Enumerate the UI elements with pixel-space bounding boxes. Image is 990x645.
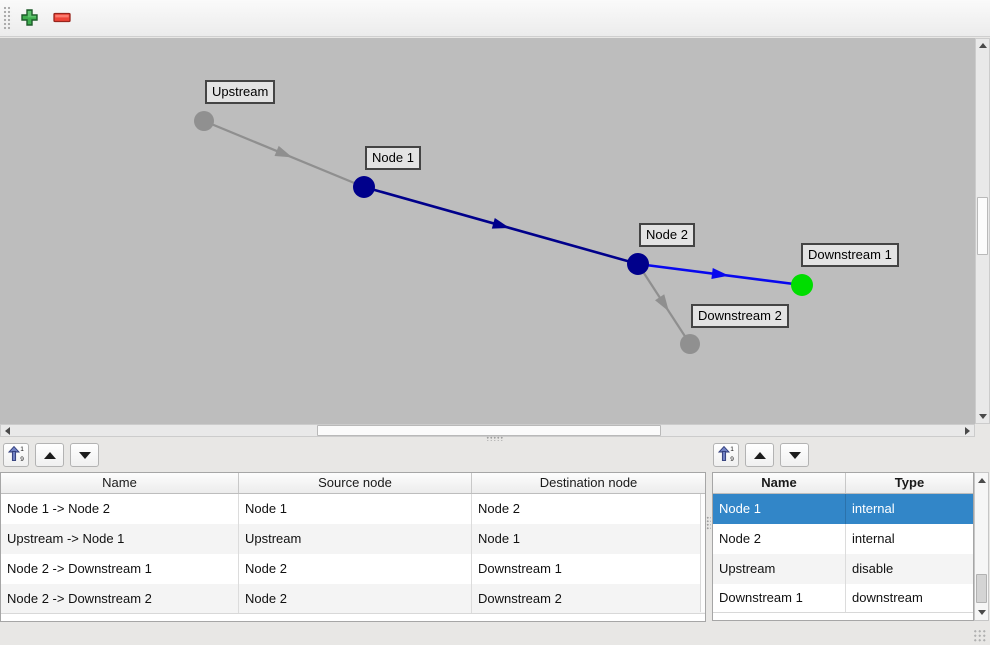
cell-destination: Node 2 [478, 501, 520, 516]
cell-type: internal [852, 501, 895, 516]
arrow-down-icon [978, 414, 987, 419]
horizontal-scroll-thumb[interactable] [317, 425, 661, 436]
canvas-vertical-scrollbar[interactable] [975, 38, 990, 424]
node-label[interactable]: Upstream [205, 80, 276, 104]
node-label[interactable]: Downstream 1 [801, 243, 899, 267]
cell-type: downstream [852, 590, 923, 605]
node-label[interactable]: Node 1 [365, 146, 421, 170]
table-row[interactable]: Upstream -> Node 1 Upstream Node 1 [1, 524, 705, 554]
svg-text:1: 1 [730, 446, 734, 453]
minus-icon [53, 12, 71, 27]
nodes-move-up-button[interactable] [745, 443, 774, 467]
column-header-name[interactable]: Name [1, 473, 239, 493]
edges-table-empty-area [1, 613, 705, 621]
column-header-name[interactable]: Name [713, 473, 846, 493]
nodes-move-down-button[interactable] [780, 443, 809, 467]
scroll-right-button[interactable] [961, 425, 974, 436]
cell-name: Node 2 [713, 524, 846, 554]
scroll-down-button[interactable] [975, 606, 988, 619]
plus-icon [20, 8, 39, 30]
scroll-thumb[interactable] [976, 574, 987, 603]
edges-table: Name Source node Destination node Node 1… [0, 472, 706, 622]
cell-source: Node 2 [239, 584, 472, 614]
edges-sort-button[interactable]: 1 9 [3, 443, 29, 467]
cell-type: internal [852, 531, 895, 546]
cell-name: Node 2 -> Downstream 1 [1, 554, 239, 584]
table-row[interactable]: Node 2 -> Downstream 1 Node 2 Downstream… [1, 554, 705, 584]
edge-arrow-icon [655, 294, 669, 312]
node-label[interactable]: Node 2 [639, 223, 695, 247]
graph-node[interactable] [194, 111, 214, 131]
cell-name: Node 1 -> Node 2 [1, 494, 239, 524]
table-row[interactable]: Node 2 -> Downstream 2 Node 2 Downstream… [1, 584, 705, 614]
triangle-down-icon [78, 451, 91, 459]
edge-arrow-icon [274, 145, 293, 158]
nodes-table-header: Name Type [713, 473, 973, 494]
cell-name: Node 1 [713, 494, 846, 524]
arrow-up-icon [978, 43, 987, 48]
vertical-scroll-thumb[interactable] [977, 197, 988, 255]
triangle-down-icon [788, 451, 801, 459]
graph-node[interactable] [680, 334, 700, 354]
nodes-table: Name Type Node 1 internal Node 2 interna… [712, 472, 974, 621]
edges-move-up-button[interactable] [35, 443, 64, 467]
graph-node[interactable] [791, 274, 813, 296]
cell-type: disable [852, 561, 894, 576]
triangle-up-icon [43, 451, 56, 459]
column-header-type[interactable]: Type [894, 475, 925, 490]
scroll-down-button[interactable] [976, 410, 989, 423]
svg-text:9: 9 [730, 456, 734, 462]
triangle-up-icon [753, 451, 766, 459]
table-row[interactable]: Downstream 1 downstream [713, 584, 973, 612]
node-label[interactable]: Downstream 2 [691, 304, 789, 328]
graph-node[interactable] [627, 253, 649, 275]
cell-destination: Node 1 [478, 531, 520, 546]
table-splitter-handle[interactable] [706, 516, 711, 530]
scroll-up-button[interactable] [976, 39, 989, 52]
nodes-table-scrollbar[interactable] [974, 472, 989, 621]
cell-name: Downstream 1 [713, 584, 846, 612]
edge-arrow-icon [491, 218, 510, 229]
edge-arrow-icon [711, 268, 729, 279]
arrow-right-icon [965, 426, 970, 435]
scroll-up-button[interactable] [975, 474, 988, 487]
sort-ascending-icon: 1 9 [7, 445, 25, 465]
arrow-down-icon [977, 610, 986, 615]
table-row[interactable]: Upstream disable [713, 554, 973, 584]
cell-source: Node 1 [239, 494, 472, 524]
edges-table-scrollbar-trough[interactable] [700, 494, 705, 612]
scroll-left-button[interactable] [1, 425, 14, 436]
svg-text:9: 9 [20, 456, 24, 462]
sort-ascending-icon: 1 9 [717, 445, 735, 465]
toolbar-drag-handle[interactable] [3, 6, 12, 31]
graph-node[interactable] [353, 176, 375, 198]
table-row[interactable]: Node 1 -> Node 2 Node 1 Node 2 [1, 494, 705, 524]
toolbar [0, 0, 990, 37]
arrow-left-icon [5, 426, 10, 435]
cell-name: Node 2 -> Downstream 2 [1, 584, 239, 614]
remove-button[interactable] [50, 7, 74, 31]
cell-destination: Downstream 1 [478, 561, 562, 576]
cell-destination: Downstream 2 [478, 591, 562, 606]
column-header-source-node[interactable]: Source node [239, 473, 472, 493]
window-resize-grip[interactable] [973, 629, 987, 643]
cell-name: Upstream [713, 554, 846, 584]
column-header-destination-node[interactable]: Destination node [539, 475, 638, 490]
edges-move-down-button[interactable] [70, 443, 99, 467]
nodes-table-empty-area [713, 612, 973, 620]
cell-source: Upstream [239, 524, 472, 554]
nodes-sort-button[interactable]: 1 9 [713, 443, 739, 467]
table-row[interactable]: Node 2 internal [713, 524, 973, 554]
table-row-selected[interactable]: Node 1 internal [713, 494, 973, 524]
edges-table-header: Name Source node Destination node [1, 473, 705, 494]
svg-text:1: 1 [20, 446, 24, 453]
pane-splitter-handle[interactable] [486, 436, 504, 441]
cell-source: Node 2 [239, 554, 472, 584]
add-button[interactable] [17, 7, 41, 31]
arrow-up-icon [977, 478, 986, 483]
cell-name: Upstream -> Node 1 [1, 524, 239, 554]
